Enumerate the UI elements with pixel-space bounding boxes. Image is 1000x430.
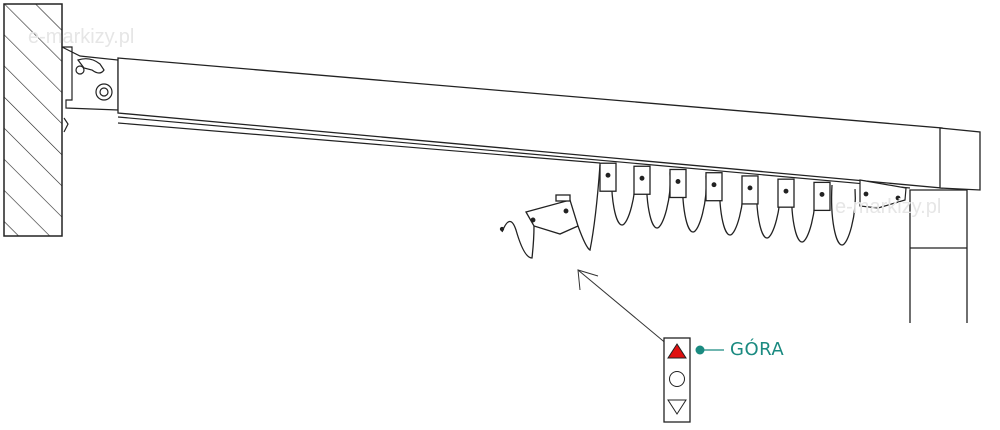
front-bar-end (499, 164, 601, 259)
rivet (819, 191, 825, 197)
rivet (639, 175, 645, 181)
guide-rail (117, 116, 911, 189)
triangle-up-icon[interactable] (667, 343, 687, 359)
direction-arrow (577, 269, 669, 346)
circle-icon[interactable] (669, 371, 685, 387)
watermark: e-markizy.pl (835, 196, 942, 218)
callout-label: GÓRA (730, 339, 785, 360)
fabric-fold (681, 171, 707, 233)
triangle-down-icon[interactable] (667, 399, 687, 415)
fabric-fold (830, 184, 856, 246)
rivet (675, 179, 681, 184)
wall-bracket (61, 46, 119, 133)
cassette (117, 57, 981, 191)
wall (3, 3, 63, 237)
rivet (747, 185, 753, 191)
folded-fabric (599, 162, 856, 246)
post (909, 189, 968, 323)
watermark: e-markizy.pl (28, 26, 135, 48)
rivet (711, 182, 717, 188)
rivet (605, 172, 611, 178)
rivet (783, 188, 789, 194)
right-bracket (859, 179, 907, 209)
